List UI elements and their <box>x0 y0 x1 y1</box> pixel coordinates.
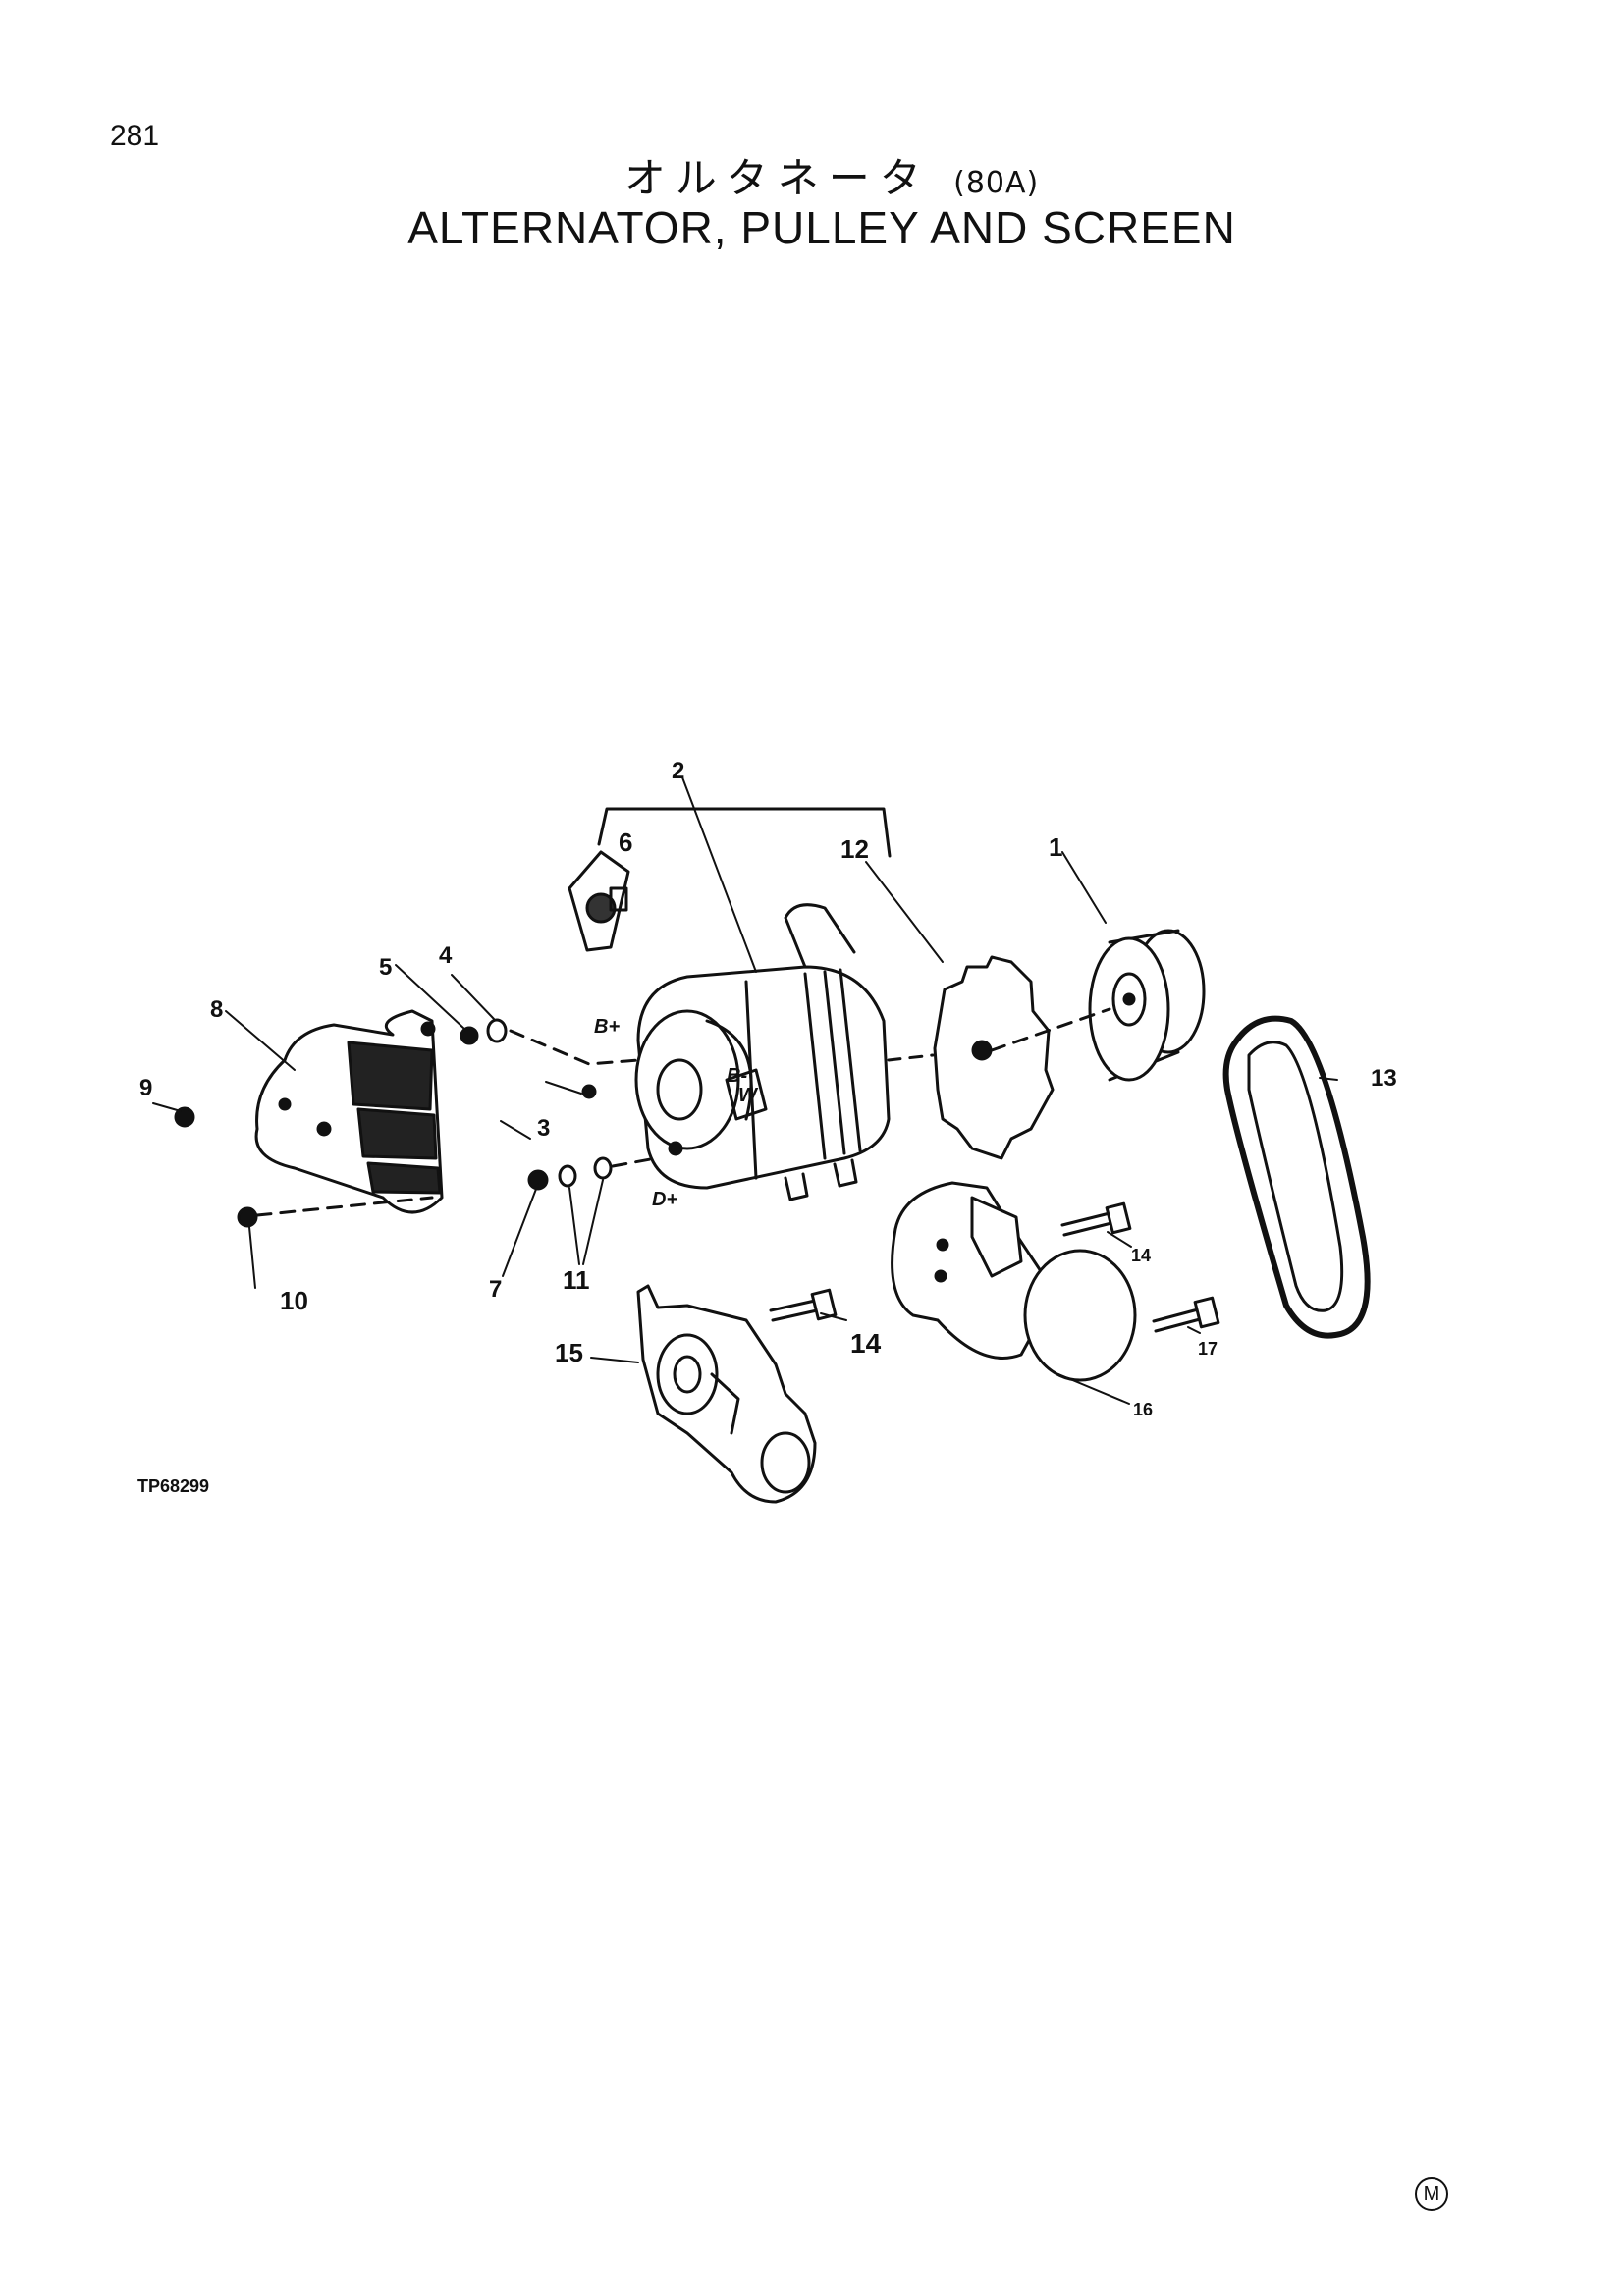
title-jp-rating: (80A) <box>953 166 1040 200</box>
terminal-b-plus: B+ <box>594 1016 620 1038</box>
callout-10: 10 <box>280 1286 308 1315</box>
part-10-bolt <box>237 1196 434 1228</box>
part-8-screen <box>254 1009 444 1214</box>
callout-15: 15 <box>555 1338 583 1367</box>
callout-9: 9 <box>139 1075 152 1101</box>
title-japanese: オルタネータ (80A) <box>0 145 1624 205</box>
terminal-w: W <box>738 1085 759 1106</box>
parts-4-5-nut-washer <box>460 1018 640 1066</box>
callout-4: 4 <box>439 942 453 969</box>
callout-8: 8 <box>210 996 223 1023</box>
terminal-b-minus: B- <box>727 1065 747 1087</box>
callout-14-lower: 14 <box>850 1328 882 1359</box>
part-14-bolt-lower <box>769 1288 838 1322</box>
callout-7: 7 <box>489 1276 502 1303</box>
part-9-nut <box>174 1106 195 1128</box>
figure-reference: TP68299 <box>137 1476 210 1496</box>
leader-lines <box>152 776 1338 1405</box>
part-3-nut <box>581 1084 597 1099</box>
part-16-tensioner <box>891 1181 1137 1382</box>
part-2-alternator <box>634 903 891 1201</box>
page-number: 281 <box>110 120 160 152</box>
part-6-bracket <box>568 850 630 952</box>
callout-5: 5 <box>379 954 392 981</box>
callout-17: 17 <box>1198 1339 1218 1359</box>
terminal-d-plus: D+ <box>652 1189 677 1210</box>
part-12-fan <box>887 955 1055 1160</box>
callout-1: 1 <box>1049 832 1062 862</box>
part-15-tensioner <box>636 1284 817 1504</box>
callout-3: 3 <box>537 1115 550 1142</box>
title-english: ALTERNATOR, PULLEY AND SCREEN <box>407 202 1236 253</box>
title-jp-text: オルタネータ <box>623 154 931 202</box>
callout-2: 2 <box>672 758 684 784</box>
part-13-belt <box>1222 1015 1371 1339</box>
part-14-bolt-upper <box>1060 1201 1132 1237</box>
callout-6: 6 <box>619 828 632 857</box>
part-1-pulley <box>990 929 1206 1082</box>
part-17-bolt <box>1152 1296 1220 1333</box>
callout-16: 16 <box>1133 1400 1153 1419</box>
group-bracket <box>597 807 892 858</box>
callout-13: 13 <box>1371 1065 1397 1092</box>
callout-14-upper: 14 <box>1131 1246 1151 1265</box>
callout-11: 11 <box>563 1265 590 1295</box>
callout-12: 12 <box>840 834 869 864</box>
circled-m-mark: M <box>1415 2177 1448 2211</box>
